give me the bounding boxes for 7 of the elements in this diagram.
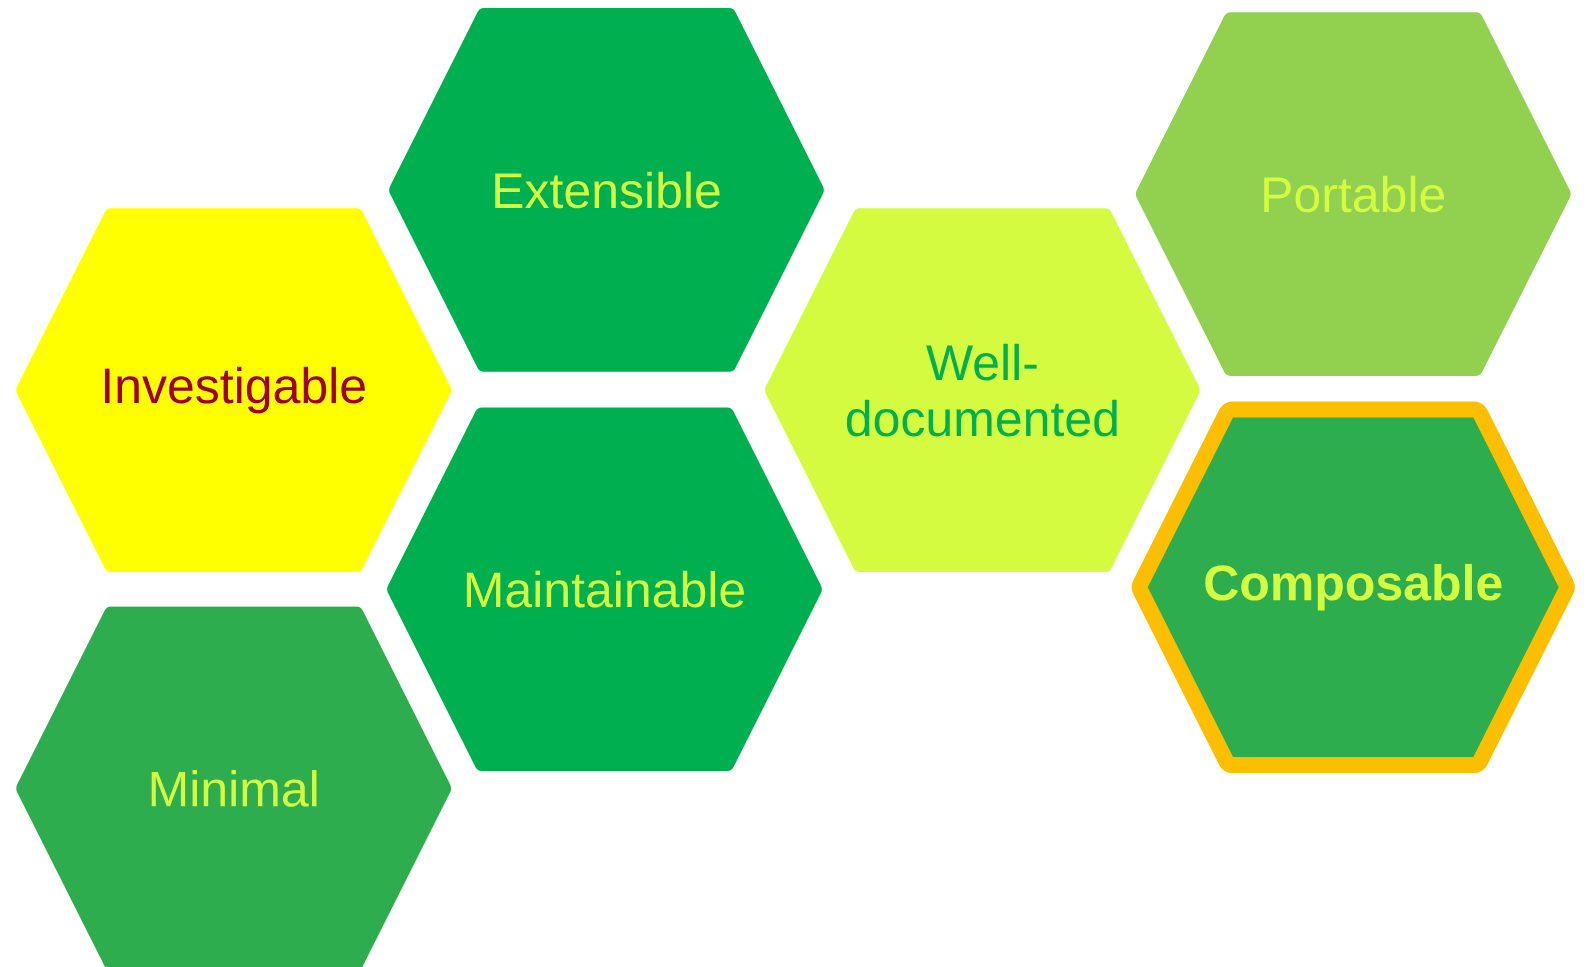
hexagon: Composable	[1131, 401, 1575, 774]
hexagon: Investigable	[16, 208, 452, 572]
hexagon: Well-documented	[765, 208, 1200, 572]
hexagon: Maintainable	[387, 407, 822, 772]
hexagon: Minimal	[16, 606, 452, 967]
hexagon: Extensible	[389, 8, 824, 372]
hexagon: Portable	[1135, 12, 1571, 376]
